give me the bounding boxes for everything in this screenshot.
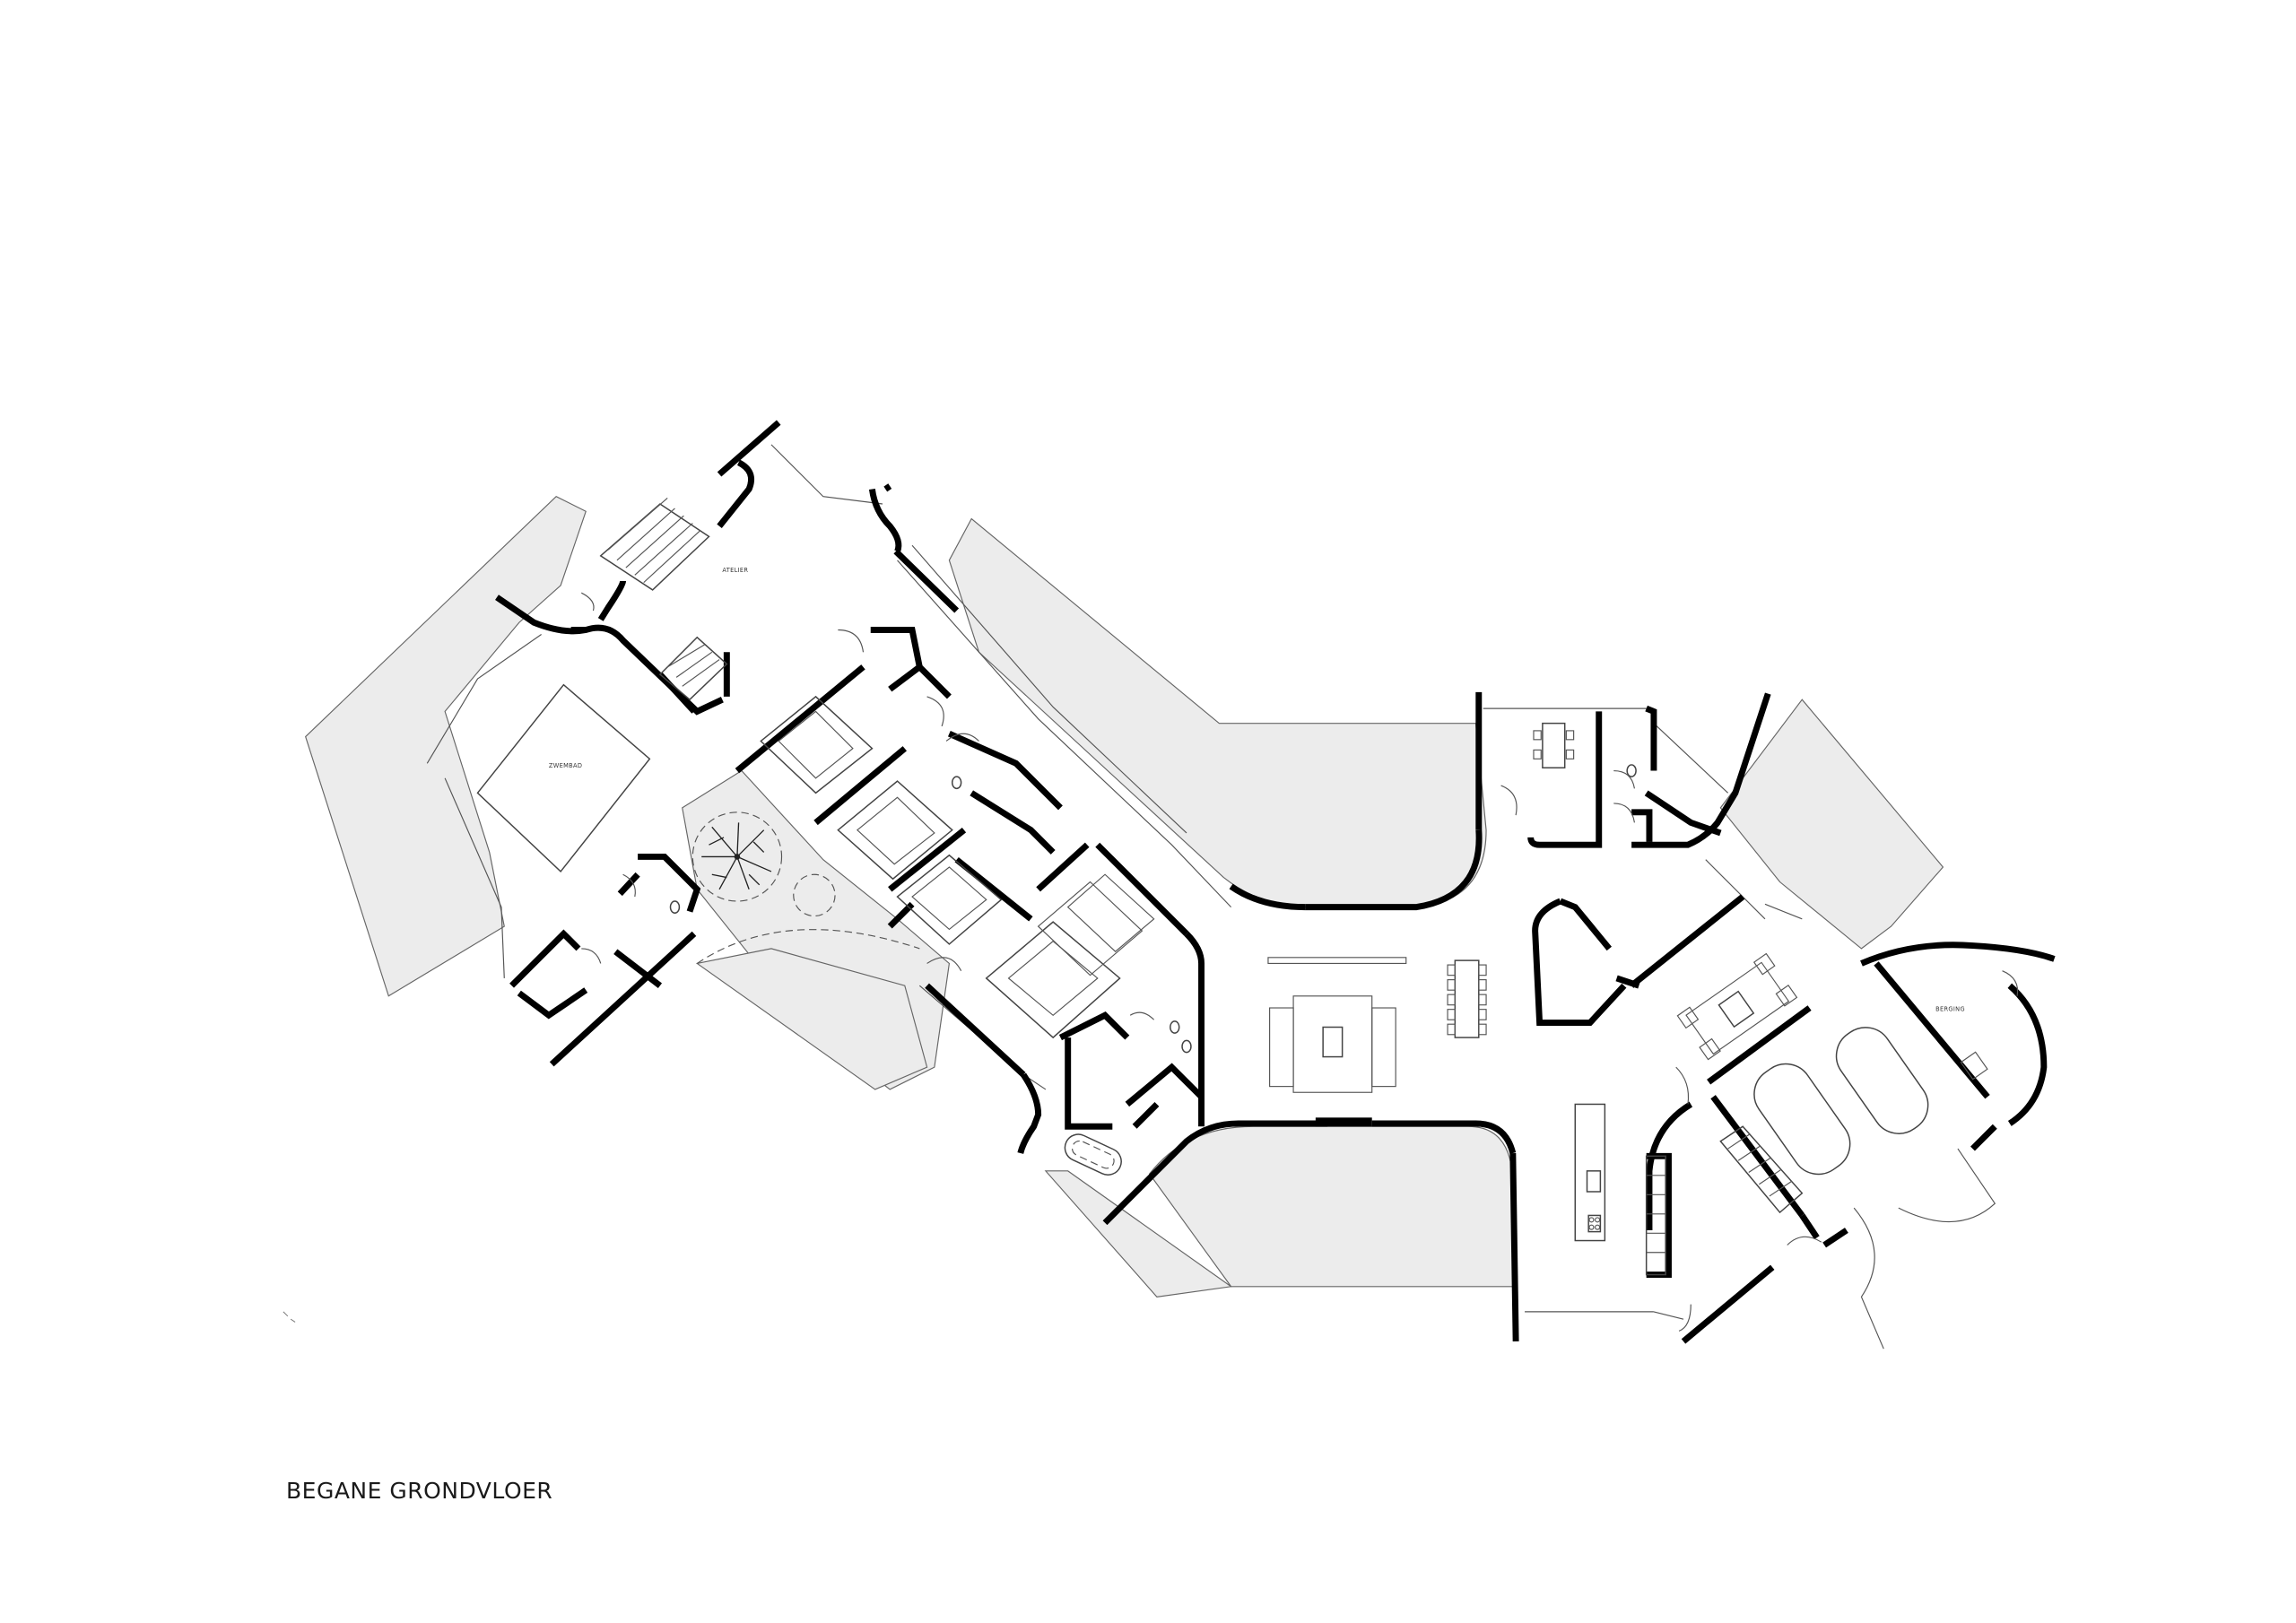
lounge-set [1676, 952, 1798, 1061]
door-swings [581, 592, 2019, 1332]
terrace-areas [305, 496, 1944, 1298]
sofa-icon [1371, 1007, 1396, 1088]
bed-icon [985, 921, 1121, 1039]
garage-door-swing [1898, 1148, 1996, 1223]
stair-icon [1719, 1125, 1804, 1214]
glazing-lines [426, 444, 1803, 1320]
terrace-north [948, 517, 1487, 908]
room-label-atelier: ATELIER [722, 567, 748, 574]
car-icon [1753, 1063, 1851, 1176]
armchair [1752, 952, 1776, 976]
rug [1292, 995, 1373, 1093]
armchair [1775, 985, 1798, 1007]
terrace-west [305, 496, 587, 997]
bathtub-icon [1064, 1133, 1122, 1176]
sofa-icon [1269, 1007, 1294, 1088]
lounge-set [1267, 957, 1407, 1093]
annotation-mark [283, 1311, 289, 1317]
toilet-icon [669, 900, 681, 914]
fireplace [1315, 1117, 1372, 1127]
toilet-icon [951, 776, 962, 790]
wardrobe [1037, 881, 1144, 976]
armchair [1676, 1006, 1700, 1029]
toilet-icon [1181, 1039, 1192, 1054]
toilet-icon [1170, 1020, 1180, 1034]
room-label-berging: BERGING [1935, 1005, 1965, 1012]
coffee-table-icon [1322, 1026, 1344, 1058]
bed-icon [896, 854, 1003, 945]
armchair [1699, 1037, 1721, 1061]
car-icon [1835, 1027, 1929, 1134]
drawing-title: BEGANE GRONDVLOER [286, 1478, 553, 1504]
storage-box [1960, 1051, 1988, 1081]
sink-icon [1586, 1170, 1602, 1193]
dining-table-icon [1533, 722, 1575, 768]
terrace-south [1148, 1125, 1517, 1288]
planter-circle [793, 873, 836, 917]
kitchen-counter [1645, 1155, 1666, 1276]
garden-path-arc [696, 929, 920, 964]
stair-icon [599, 497, 728, 701]
garage-door-swing [1853, 1207, 1884, 1350]
bed-icon [760, 695, 874, 794]
dining-table-icon [1447, 959, 1487, 1038]
room-label-zwembad: ZWEMBAD [549, 762, 582, 769]
bed-icon [837, 780, 953, 881]
toilet-icon [1626, 764, 1637, 777]
tree-icon [691, 812, 783, 902]
kitchen-island-icon [1574, 1103, 1606, 1242]
terrace-southwest-tail [1044, 1170, 1233, 1298]
walls [495, 420, 2056, 1344]
swimming-pool [476, 683, 651, 873]
sideboard [1267, 957, 1407, 965]
wardrobe [1066, 873, 1155, 952]
terrace-east [1719, 699, 1944, 950]
annotation-mark [290, 1318, 296, 1323]
cooktop-icon [1587, 1214, 1602, 1233]
terrace-southwest [695, 948, 928, 1090]
